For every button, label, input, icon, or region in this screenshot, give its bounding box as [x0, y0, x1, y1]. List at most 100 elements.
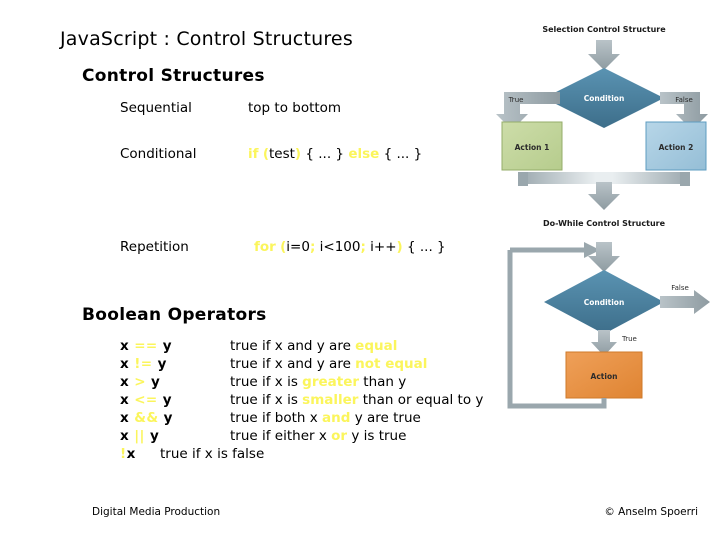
selection-condition-label: Condition — [584, 94, 625, 103]
dowhile-entry-arrow — [588, 242, 620, 272]
dowhile-false-label: False — [671, 284, 689, 292]
text-fragment: if — [248, 146, 259, 162]
text-fragment: y — [157, 338, 172, 354]
text-fragment: y — [144, 428, 160, 444]
selection-action-1-label: Action 1 — [515, 143, 550, 152]
text-fragment: x — [120, 374, 135, 390]
text-fragment: than y — [359, 374, 407, 390]
text-fragment: true if x and y are — [230, 338, 356, 354]
selection-false-branch-arrow — [660, 92, 708, 130]
selection-action-2-label: Action 2 — [659, 143, 694, 152]
text-fragment: <= — [134, 392, 158, 408]
selection-false-label: False — [675, 96, 693, 104]
text-fragment: { ... } — [402, 239, 446, 255]
control-structure-definition: for (i=0; i<100; i++) { ... } — [254, 239, 446, 255]
text-fragment: true if x is false — [160, 446, 265, 462]
footer-right-copyright: © Anselm Spoerri — [604, 506, 698, 518]
text-fragment: == — [134, 338, 158, 354]
dowhile-action-box: Action — [565, 351, 643, 399]
control-structure-definition: if (test) { ... } else { ... } — [248, 146, 422, 162]
text-fragment: for — [254, 239, 276, 255]
boolean-expression: x <= y — [120, 392, 172, 408]
boolean-expression: x == y — [120, 338, 172, 354]
footer-left-text: Digital Media Production — [92, 506, 221, 518]
boolean-description: true if x is smaller than or equal to y — [230, 392, 483, 408]
text-fragment: y — [145, 374, 161, 390]
text-fragment: smaller — [302, 392, 359, 408]
text-fragment: true if both x — [230, 410, 323, 426]
selection-diagram-title: Selection Control Structure — [542, 25, 666, 34]
boolean-expression: x != y — [120, 356, 167, 372]
text-fragment: y — [158, 410, 173, 426]
text-fragment: i<100 — [315, 239, 361, 255]
text-fragment: x — [120, 410, 135, 426]
boolean-expression: !x — [120, 446, 136, 462]
text-fragment: or — [331, 428, 348, 444]
text-fragment: || — [134, 428, 145, 444]
text-fragment: ( — [280, 239, 287, 255]
selection-action-1-box: Action 1 — [501, 121, 563, 171]
dowhile-condition-label: Condition — [584, 298, 625, 307]
text-fragment: y — [157, 392, 172, 408]
section-heading-control-structures: Control Structures — [82, 66, 265, 86]
text-fragment: x — [120, 428, 135, 444]
text-fragment: and — [322, 410, 351, 426]
text-fragment: != — [134, 356, 153, 372]
text-fragment: true if x is — [230, 392, 303, 408]
control-structure-term: Conditional — [120, 146, 197, 162]
dowhile-condition-diamond: Condition — [544, 270, 664, 334]
dowhile-action-label: Action — [591, 372, 618, 381]
text-fragment: x — [120, 356, 135, 372]
text-fragment: y are true — [350, 410, 421, 426]
text-fragment: { ... } — [379, 146, 423, 162]
text-fragment: else — [348, 146, 380, 162]
text-fragment: true if either x — [230, 428, 332, 444]
section-heading-boolean-operators: Boolean Operators — [82, 305, 267, 325]
text-fragment: true if x and y are — [230, 356, 356, 372]
text-fragment: x — [120, 338, 135, 354]
boolean-description: true if x and y are not equal — [230, 356, 427, 372]
text-fragment: y — [152, 356, 167, 372]
selection-action-2-box: Action 2 — [645, 121, 707, 171]
text-fragment: top to bottom — [248, 100, 342, 116]
dowhile-diagram-title: Do-While Control Structure — [543, 219, 666, 228]
boolean-expression: x || y — [120, 428, 159, 444]
text-fragment: test — [268, 146, 295, 162]
dowhile-false-exit-arrow — [660, 290, 710, 314]
text-fragment: ; — [360, 239, 366, 255]
selection-true-branch-arrow — [496, 92, 560, 130]
text-fragment: greater — [302, 374, 360, 390]
boolean-description: true if x and y are equal — [230, 338, 397, 354]
boolean-expression: x > y — [120, 374, 160, 390]
text-fragment: ! — [120, 446, 127, 462]
text-fragment: > — [134, 374, 146, 390]
dowhile-true-arrow — [591, 330, 617, 356]
text-fragment: y is true — [347, 428, 407, 444]
selection-true-label: True — [508, 96, 524, 104]
selection-condition-diamond: Condition — [544, 68, 664, 128]
control-structure-definition: top to bottom — [248, 100, 341, 116]
text-fragment: x — [126, 446, 136, 462]
text-fragment: equal — [355, 338, 398, 354]
boolean-description: true if either x or y is true — [230, 428, 406, 444]
text-fragment: ) — [396, 239, 403, 255]
text-fragment: ( — [262, 146, 269, 162]
boolean-expression: x && y — [120, 410, 173, 426]
text-fragment: ; — [309, 239, 316, 255]
control-structure-term: Repetition — [120, 239, 189, 255]
page-title: JavaScript : Control Structures — [60, 28, 353, 50]
text-fragment: x — [120, 392, 135, 408]
text-fragment: i++ — [365, 239, 397, 255]
text-fragment: ) — [294, 146, 302, 162]
boolean-description: true if x is greater than y — [230, 374, 406, 390]
text-fragment: { ... } — [301, 146, 349, 162]
text-fragment: && — [134, 410, 159, 426]
text-fragment: true if x is — [230, 374, 303, 390]
text-fragment: than or equal to y — [358, 392, 484, 408]
text-fragment: not equal — [355, 356, 428, 372]
dowhile-loopback-path — [507, 242, 600, 366]
control-structure-diagram: Selection Control Structure Condition Tr… — [488, 10, 720, 410]
selection-entry-arrow — [588, 40, 620, 70]
boolean-description: true if both x and y are true — [230, 410, 421, 426]
